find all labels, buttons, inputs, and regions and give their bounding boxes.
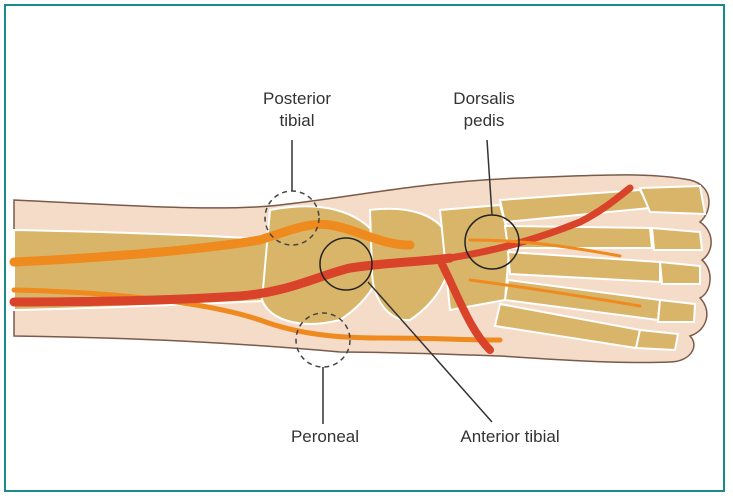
peroneal-label: Peroneal [270, 426, 380, 448]
posterior-tibial-label: Posterior tibial [242, 88, 352, 132]
dorsalis-pedis-label: Dorsalis pedis [434, 88, 534, 132]
anterior-tibial-label: Anterior tibial [435, 426, 585, 448]
